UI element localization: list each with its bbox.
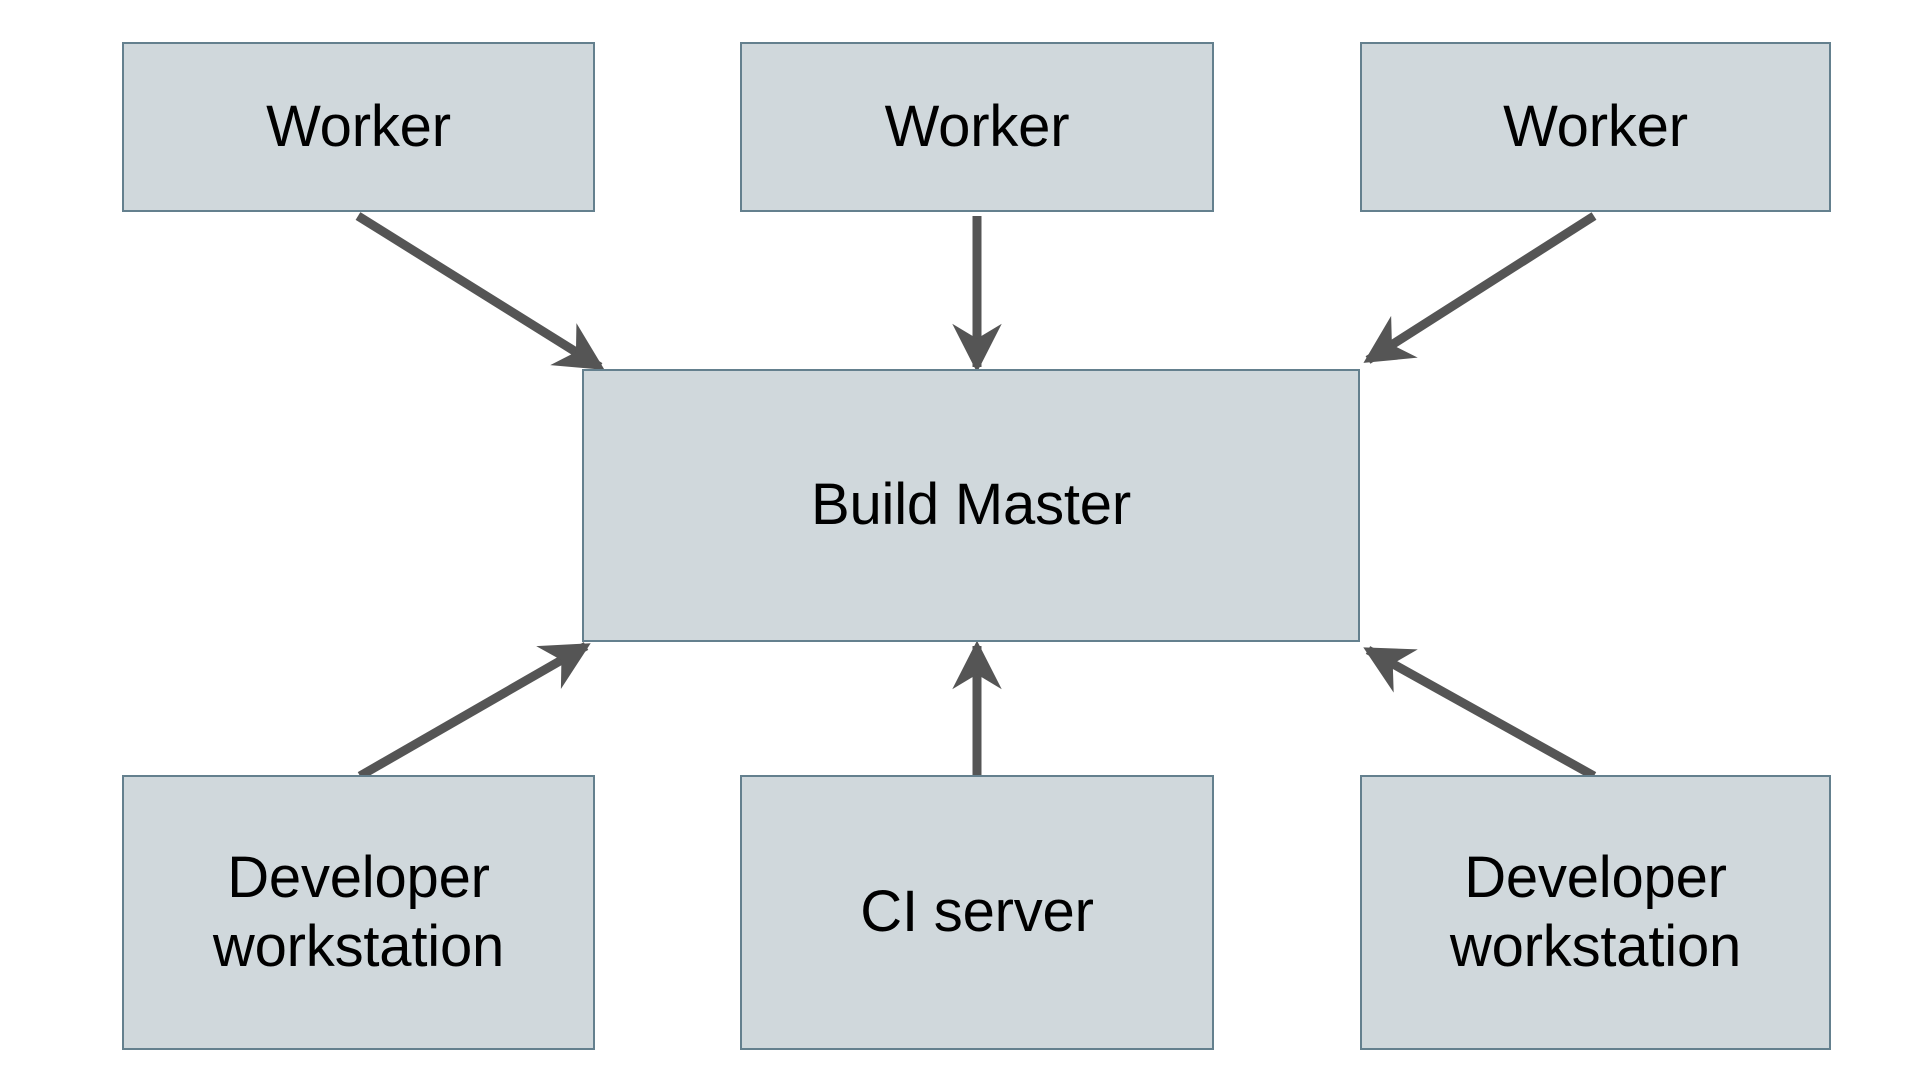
node-worker-3[interactable]: Worker bbox=[1360, 42, 1831, 212]
node-dev-workstation-1[interactable]: Developer workstation bbox=[122, 775, 595, 1050]
node-label-dev-workstation-1: Developer workstation bbox=[212, 845, 505, 979]
node-ci-server[interactable]: CI server bbox=[740, 775, 1214, 1050]
node-label-build-master: Build Master bbox=[811, 472, 1131, 538]
node-worker-1[interactable]: Worker bbox=[122, 42, 595, 212]
edge-worker-1-to-master bbox=[355, 212, 605, 371]
node-worker-2[interactable]: Worker bbox=[740, 42, 1214, 212]
node-label-worker-2: Worker bbox=[884, 93, 1070, 159]
node-label-dev-workstation-2: Developer workstation bbox=[1449, 845, 1742, 979]
edge-dev-1-to-master bbox=[357, 642, 591, 780]
node-label-ci-server: CI server bbox=[860, 879, 1094, 945]
edge-worker-3-to-master bbox=[1363, 212, 1597, 364]
node-label-worker-3: Worker bbox=[1503, 93, 1688, 159]
edge-dev-2-to-master bbox=[1363, 646, 1597, 780]
node-dev-workstation-2[interactable]: Developer workstation bbox=[1360, 775, 1831, 1050]
node-label-worker-1: Worker bbox=[266, 93, 451, 159]
node-build-master[interactable]: Build Master bbox=[582, 369, 1360, 642]
